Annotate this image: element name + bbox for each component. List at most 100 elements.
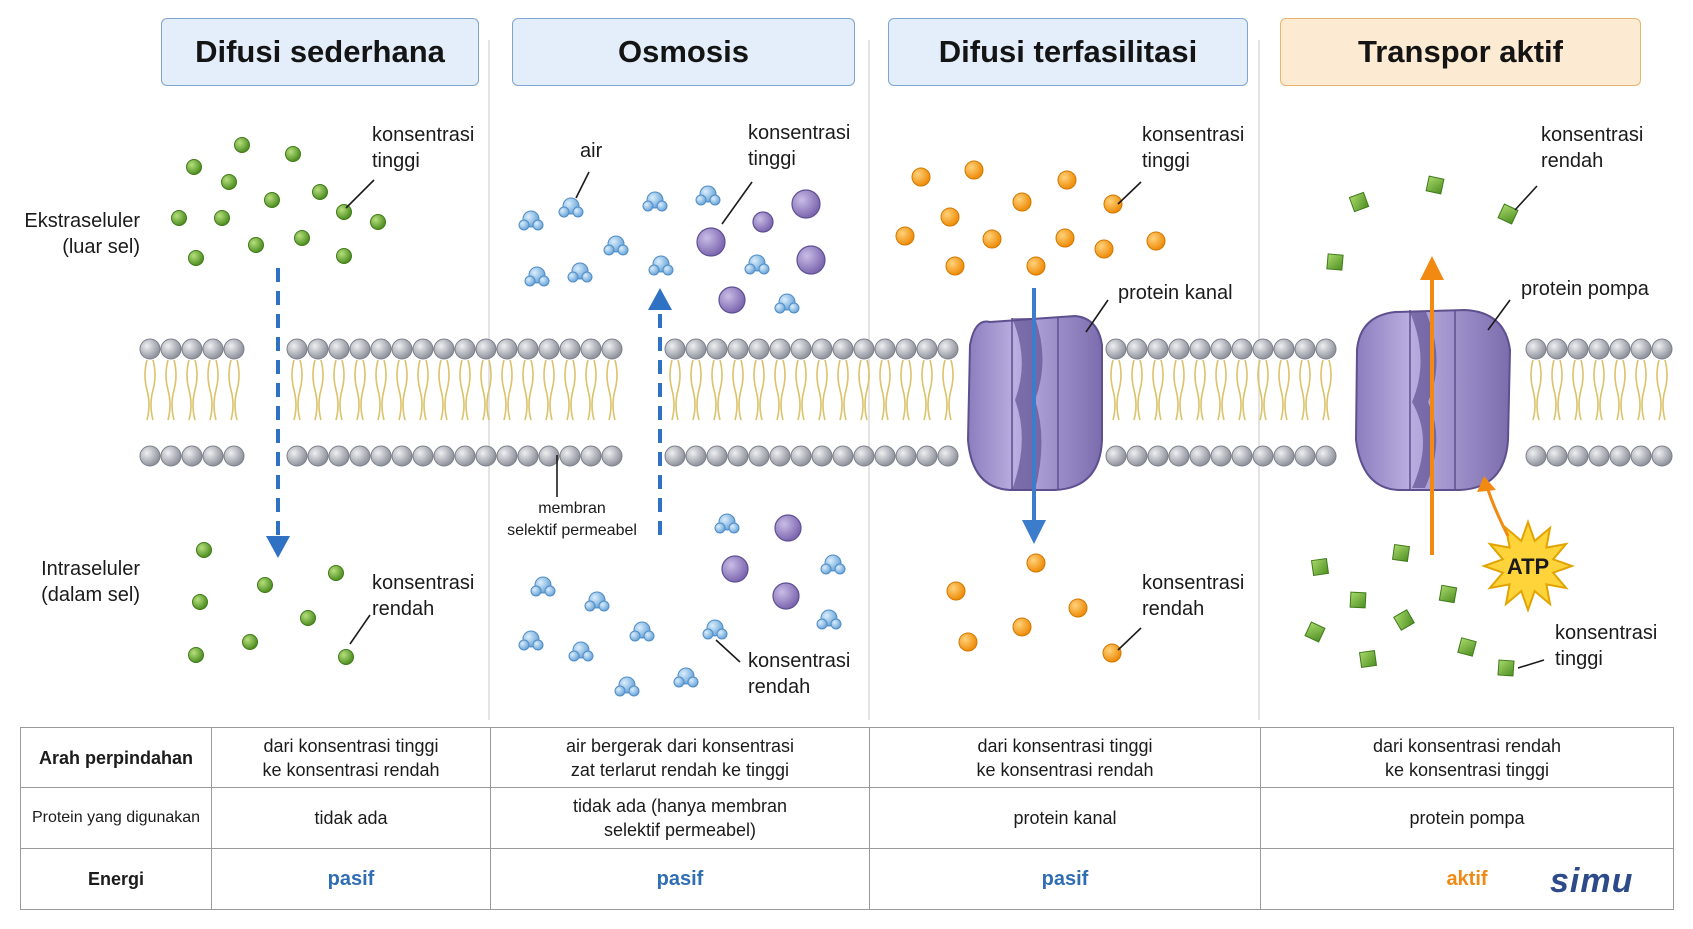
green-molecule [171, 210, 187, 226]
channel-arrow-head [1022, 520, 1046, 544]
annotation-p1-low: konsentrasi rendah [372, 572, 475, 620]
annotation-p1-high: konsentrasi tinggi [372, 124, 475, 172]
orange-molecule [1026, 256, 1046, 276]
energy-cell: pasif [211, 848, 491, 910]
solute-molecule [718, 286, 746, 314]
orange-molecule [1102, 643, 1122, 663]
row-head-direction: Arah perpindahan [20, 727, 212, 788]
water-molecule [567, 262, 593, 283]
lipid-head [454, 445, 476, 467]
lipid-head [1294, 445, 1316, 467]
water-molecule [568, 641, 594, 662]
lipid-head [1126, 338, 1148, 360]
header-transpor-aktif: Transpor aktif [1280, 18, 1641, 86]
lipid-head [349, 445, 371, 467]
water-molecule [820, 554, 846, 575]
row-head-energy: Energi [20, 848, 212, 910]
lipid-tail [900, 359, 912, 421]
annotation-p2-air: air [580, 140, 603, 162]
lipid-head [391, 338, 413, 360]
water-molecule [714, 513, 740, 534]
water-molecule [816, 609, 842, 630]
lipid-tail [858, 359, 870, 421]
water-molecule [629, 621, 655, 642]
label-intracellular: Intraseluler (dalam sel) [41, 558, 140, 606]
square-molecule [1326, 253, 1344, 271]
lipid-head [1546, 338, 1568, 360]
lipid-head [1651, 445, 1673, 467]
lipid-head [538, 338, 560, 360]
water-molecule [558, 197, 584, 218]
lipid-head [181, 445, 203, 467]
lipid-head [496, 445, 518, 467]
lipid-head [1231, 338, 1253, 360]
lipid-head [706, 338, 728, 360]
green-molecule [188, 647, 204, 663]
lipid-tail [1131, 359, 1143, 421]
lipid-head [391, 445, 413, 467]
square-molecule [1310, 557, 1330, 577]
lipid-head [1252, 338, 1274, 360]
lipid-head [202, 338, 224, 360]
lipid-tail [501, 359, 513, 421]
lipid-head [223, 338, 245, 360]
lipid-head [1105, 338, 1127, 360]
lipid-head [454, 338, 476, 360]
lipid-tail [396, 359, 408, 421]
lipid-head [580, 338, 602, 360]
square-molecule [1393, 609, 1415, 631]
lipid-tail [1257, 359, 1269, 421]
lipid-head [874, 445, 896, 467]
table-row: Protein yang digunakan tidak ada tidak a… [20, 787, 1674, 849]
square-molecule [1438, 584, 1458, 604]
solute-molecule [774, 514, 802, 542]
orange-molecule [946, 581, 966, 601]
table-row: Energi pasif pasif pasif aktif [20, 848, 1674, 910]
lipid-head [601, 445, 623, 467]
square-molecules [1304, 175, 1519, 677]
lipid-head [433, 445, 455, 467]
green-molecule [294, 230, 310, 246]
lipid-head [1567, 445, 1589, 467]
table-row: Arah perpindahan dari konsentrasi tinggi… [20, 727, 1674, 788]
orange-molecule [895, 226, 915, 246]
lipid-head [601, 338, 623, 360]
lipid-head [517, 445, 539, 467]
lipid-head [370, 338, 392, 360]
green-molecule [300, 610, 316, 626]
lipid-head [1210, 338, 1232, 360]
solute-molecule [791, 189, 821, 219]
lipid-head [1651, 338, 1673, 360]
water-molecule [648, 255, 674, 276]
lipid-head [685, 338, 707, 360]
lipid-head [664, 338, 686, 360]
lipid-head [790, 338, 812, 360]
square-molecule [1349, 591, 1367, 609]
lipid-tail [585, 359, 597, 421]
green-molecule [196, 542, 212, 558]
square-molecule [1304, 621, 1326, 643]
water-molecule [584, 591, 610, 612]
lipid-tail [1215, 359, 1227, 421]
lipid-head [916, 338, 938, 360]
lipid-tail [1614, 359, 1626, 421]
lipid-tail [1173, 359, 1185, 421]
orange-molecule [964, 160, 984, 180]
lipid-head [1630, 445, 1652, 467]
lipid-head [160, 445, 182, 467]
lipid-head [307, 445, 329, 467]
pump-arrow-head [1420, 256, 1444, 280]
green-molecule [188, 250, 204, 266]
table-cell: dari konsentrasi rendah ke konsentrasi t… [1260, 727, 1674, 788]
water-molecule [524, 266, 550, 287]
lipid-tail [1278, 359, 1290, 421]
lipid-head [1147, 445, 1169, 467]
lipid-tail [1194, 359, 1206, 421]
solute-molecule [721, 555, 749, 583]
lipid-tail [753, 359, 765, 421]
square-molecule [1497, 203, 1519, 225]
water-molecule [774, 293, 800, 314]
table-cell: air bergerak dari konsentrasi zat terlar… [490, 727, 870, 788]
orange-molecule [1055, 228, 1075, 248]
